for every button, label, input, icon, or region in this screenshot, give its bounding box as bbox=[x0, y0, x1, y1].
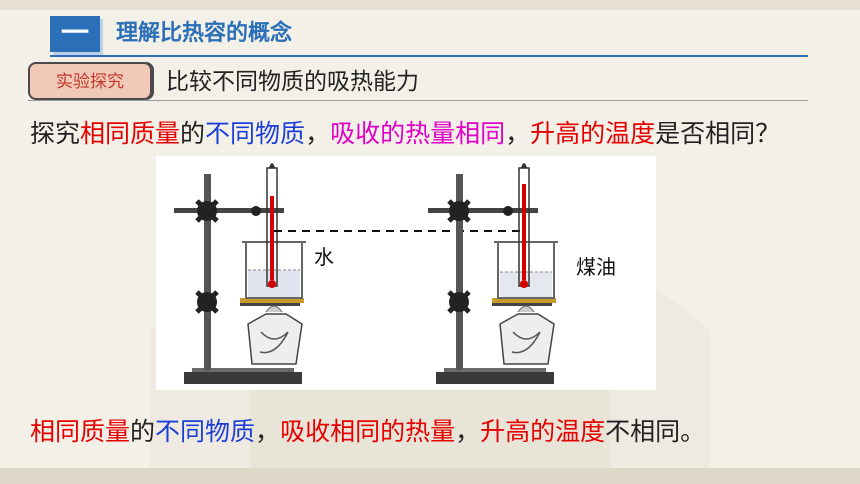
left-clamp-arm bbox=[174, 208, 284, 213]
top-band bbox=[0, 0, 860, 10]
right-clamp-arm bbox=[428, 208, 538, 213]
question-seg: ， bbox=[305, 119, 331, 148]
question-seg: 探究 bbox=[30, 119, 81, 148]
experiment-divider bbox=[28, 100, 808, 101]
left-ring-support bbox=[240, 302, 300, 306]
question-seg: 不同物质 bbox=[205, 119, 306, 148]
right-apparatus bbox=[428, 163, 558, 384]
conclusion-seg: 升高的温度 bbox=[480, 417, 606, 446]
right-stand-base bbox=[436, 372, 554, 384]
left-stand-rod bbox=[204, 174, 211, 370]
bottom-band bbox=[0, 468, 860, 484]
conclusion-seg: 相同质量 bbox=[30, 417, 131, 446]
question-seg: 吸收的热量相同 bbox=[330, 119, 506, 148]
section-title: 理解比热容的概念 bbox=[116, 21, 293, 46]
right-gauze bbox=[492, 298, 556, 303]
experiment-tag-bracket bbox=[146, 62, 154, 100]
experiment-tag: 实验探究 bbox=[28, 62, 152, 100]
right-stand-rod bbox=[456, 174, 463, 370]
left-gauze bbox=[240, 298, 304, 303]
conclusion-seg: 吸收相同的热量 bbox=[280, 417, 456, 446]
section-number-badge: 一 bbox=[50, 16, 100, 52]
conclusion-seg: 不同物质 bbox=[155, 417, 256, 446]
conclusion-seg: ， bbox=[255, 417, 281, 446]
experiment-title: 比较不同物质的吸热能力 bbox=[166, 69, 419, 95]
right-ring-support bbox=[492, 302, 552, 306]
question-seg: 升高的温度 bbox=[530, 119, 656, 148]
question-seg: ， bbox=[505, 119, 531, 148]
right-beaker bbox=[497, 242, 555, 299]
label-water: 水 bbox=[314, 245, 334, 269]
question-seg: 的 bbox=[180, 119, 206, 148]
conclusion-seg: ， bbox=[455, 417, 481, 446]
conclusion-seg: 不相同。 bbox=[605, 417, 706, 446]
label-kerosene: 煤油 bbox=[576, 255, 616, 279]
question-text: 探究相同质量的不同物质，吸收的热量相同，升高的温度是否相同？ bbox=[30, 112, 820, 156]
apparatus-diagram: 水 煤油 bbox=[174, 163, 616, 384]
left-stand-base bbox=[184, 372, 302, 384]
experiment-figure: 水 煤油 bbox=[156, 156, 656, 390]
left-apparatus bbox=[174, 163, 306, 384]
conclusion-seg: 的 bbox=[130, 417, 156, 446]
question-seg: 相同质量 bbox=[80, 119, 181, 148]
section-divider bbox=[50, 55, 808, 57]
question-seg: 是否相同？ bbox=[655, 119, 781, 148]
left-beaker bbox=[245, 242, 303, 299]
conclusion-text: 相同质量的不同物质，吸收相同的热量，升高的温度不相同。 bbox=[30, 412, 705, 452]
